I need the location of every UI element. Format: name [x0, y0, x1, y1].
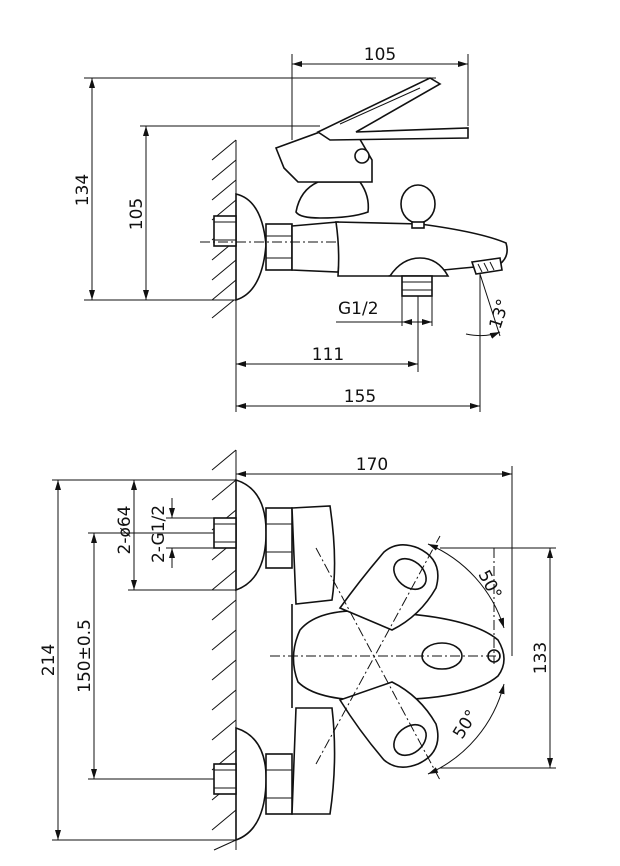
- side-dimensions: 105 134 105 G1/2 13°: [73, 45, 514, 412]
- dim-2-g12: 2-G1/2: [149, 505, 169, 563]
- dim-150: 150±0.5: [75, 619, 95, 693]
- dim-105-left: 105: [127, 198, 147, 230]
- dim-155: 155: [344, 387, 376, 407]
- dim-angle-50-top: 50°: [474, 567, 506, 603]
- dim-angle-13: 13°: [486, 297, 514, 332]
- top-view: 50° 50° 170 214 150±0.5 2-ø64: [39, 449, 556, 851]
- dim-170: 170: [356, 455, 388, 475]
- top-dimensions: 170 214 150±0.5 2-ø64 2-G1/2: [39, 455, 556, 841]
- dim-105-top: 105: [364, 45, 396, 65]
- dim-134: 134: [73, 174, 93, 206]
- side-view: 105 134 105 G1/2 13°: [73, 45, 514, 412]
- dim-111: 111: [312, 345, 344, 365]
- faucet-side-outline: [213, 77, 508, 302]
- dim-2-d64: 2-ø64: [115, 506, 135, 555]
- dim-133: 133: [531, 642, 551, 674]
- faucet-top-outline: [213, 478, 505, 842]
- dim-214: 214: [39, 644, 59, 676]
- dim-thread-g12: G1/2: [338, 299, 379, 319]
